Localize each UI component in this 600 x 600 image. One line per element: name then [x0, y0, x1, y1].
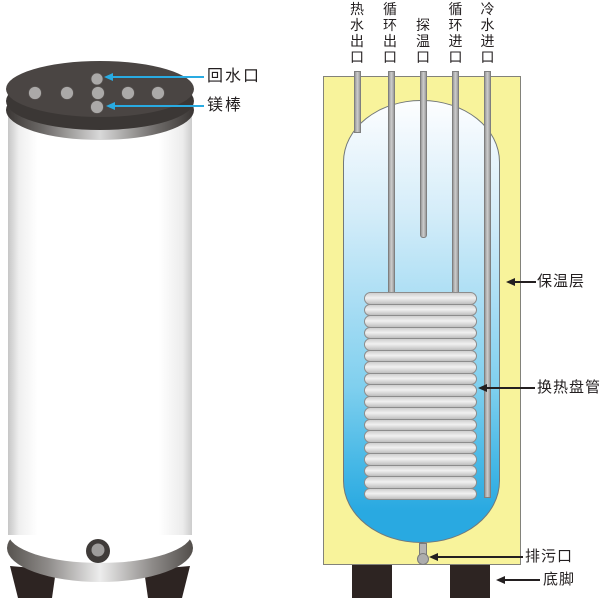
callout-arrow-return-port [104, 72, 113, 81]
cutaway-foot-left [352, 565, 392, 598]
callout-label-insulation: 保温层 [537, 273, 586, 290]
lid-port [90, 72, 104, 86]
lid-ports [28, 72, 165, 114]
tank-body [8, 110, 192, 535]
lid-port [151, 86, 165, 100]
exterior-drain-cap [91, 543, 105, 557]
pipe-cold-water-inlet [484, 71, 491, 498]
callout-line-feet [504, 579, 540, 581]
pipe-circulation-outlet [388, 71, 395, 295]
callout-arrow-feet [496, 575, 505, 584]
callout-label-feet: 底脚 [543, 571, 576, 588]
callout-arrow-coil [478, 383, 487, 392]
pipe-label-cold-water-inlet: 冷水进口 [480, 1, 495, 65]
pipe-circulation-inlet [452, 71, 459, 295]
lid-port [91, 86, 105, 100]
callout-arrow-insulation [506, 277, 515, 286]
callout-line-insulation [514, 281, 536, 283]
cutaway-foot-right [450, 565, 490, 598]
heat-exchange-coil [364, 292, 477, 500]
callout-line-drain [437, 556, 523, 558]
callout-label-return-port: 回水口 [207, 68, 262, 85]
callout-arrow-magnesium-rod [106, 101, 115, 110]
lid-port [90, 100, 104, 114]
pipe-label-circulation-outlet: 循环出口 [383, 1, 397, 65]
coil-loop [364, 338, 477, 351]
callout-label-magnesium-rod: 镁棒 [207, 97, 244, 114]
coil-loop [364, 384, 477, 397]
coil-loop [364, 453, 477, 466]
callout-line-magnesium-rod [114, 105, 204, 107]
pipe-temp-probe [420, 71, 427, 238]
coil-loop [364, 315, 477, 328]
lid-port [60, 86, 74, 100]
coil-loop [364, 430, 477, 443]
coil-loop [364, 476, 477, 489]
tank-exterior-illustration [6, 61, 194, 598]
callout-label-drain: 排污口 [525, 548, 574, 565]
pipe-label-circulation-inlet: 循环进口 [448, 1, 463, 65]
callout-label-coil: 换热盘管 [537, 379, 600, 396]
lid-port [121, 86, 135, 100]
callout-line-coil [486, 387, 535, 389]
callout-line-return-port [112, 76, 204, 78]
coil-loop [364, 487, 477, 500]
coil-loop [364, 361, 477, 374]
lid-port [28, 86, 42, 100]
coil-loop [364, 407, 477, 420]
pipe-label-hot-water-outlet: 热水出口 [350, 1, 364, 65]
drain-cap [416, 553, 429, 565]
coil-loop [364, 292, 477, 305]
pipe-hot-water-outlet [354, 71, 361, 133]
pipe-label-temp-probe: 探温口 [416, 17, 430, 65]
callout-arrow-drain [429, 552, 438, 561]
